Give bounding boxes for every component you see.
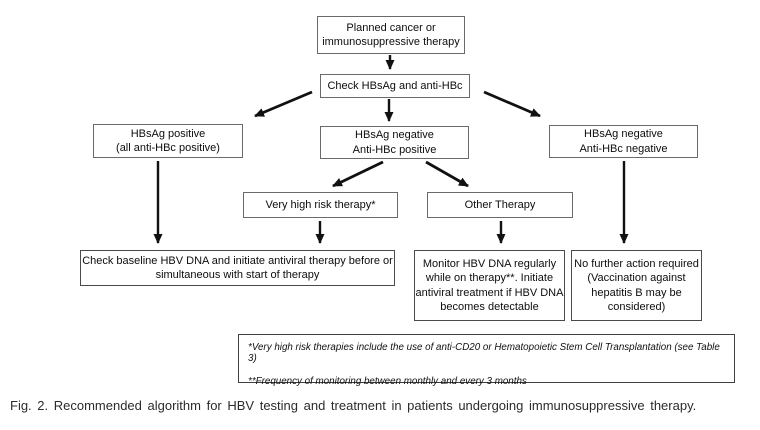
node-text-line: Check baseline HBV DNA and initiate anti… (82, 254, 393, 267)
node-text-line: hepatitis B may be (591, 286, 682, 299)
node-check-hbsag-antihbc: Check HBsAg and anti-HBc (320, 74, 470, 98)
node-other-therapy: Other Therapy (427, 192, 573, 218)
footnote-very-high-risk: *Very high risk therapies include the us… (248, 342, 720, 364)
node-text-line: Very high risk therapy* (265, 198, 376, 211)
arrow-negpos-to-very-high-risk (332, 160, 384, 188)
node-text-line: No further action required (574, 258, 699, 271)
node-planned-therapy: Planned cancer or immunosuppressive ther… (317, 16, 465, 54)
node-no-further-action: No further action required (Vaccination … (571, 250, 702, 321)
figure-caption: Fig. 2. Recommended algorithm for HBV te… (10, 398, 697, 413)
arrow-negpos-to-other-therapy (425, 160, 469, 188)
node-text-line: simultaneous with start of therapy (155, 269, 320, 281)
node-hbsag-negative-antihbc-positive: HBsAg negative Anti-HBc positive (320, 126, 469, 159)
node-text-line: Anti-HBc negative (579, 142, 668, 155)
node-text-line: Planned cancer or (346, 21, 436, 34)
node-text-line: Anti-HBc positive (352, 143, 437, 156)
arrow-check-to-neg-neg (483, 90, 541, 118)
footnote-monitoring-frequency: **Frequency of monitoring between monthl… (248, 376, 527, 387)
node-text-line: becomes detectable (440, 300, 539, 313)
node-text-line: HBsAg negative (584, 128, 663, 141)
node-monitor-hbv-dna: Monitor HBV DNA regularly while on thera… (414, 250, 565, 321)
node-hbsag-positive: HBsAg positive (all anti-HBc positive) (93, 124, 243, 158)
node-text-line: Other Therapy (464, 198, 536, 211)
node-text-line: considered) (607, 300, 666, 313)
node-hbsag-negative-antihbc-negative: HBsAg negative Anti-HBc negative (549, 125, 698, 158)
node-text-line: Monitor HBV DNA regularly (422, 258, 557, 271)
node-text-line: Check HBsAg and anti-HBc (327, 79, 463, 92)
node-very-high-risk-therapy: Very high risk therapy* (243, 192, 398, 218)
node-text-line: antiviral treatment if HBV DNA (415, 286, 564, 299)
node-text-line: HBsAg negative (355, 129, 434, 142)
node-text-line: HBsAg positive (130, 127, 206, 140)
node-check-baseline-hbv-dna: Check baseline HBV DNA and initiate anti… (80, 250, 395, 286)
node-text-line: immunosuppressive therapy (322, 36, 460, 48)
footnote-box: *Very high risk therapies include the us… (238, 334, 735, 387)
node-text-line: (Vaccination against (587, 272, 686, 285)
arrow-check-to-hbsag-positive (254, 90, 313, 118)
node-text-line: while on therapy**. Initiate (425, 272, 554, 285)
node-text-line: (all anti-HBc positive) (116, 142, 220, 154)
